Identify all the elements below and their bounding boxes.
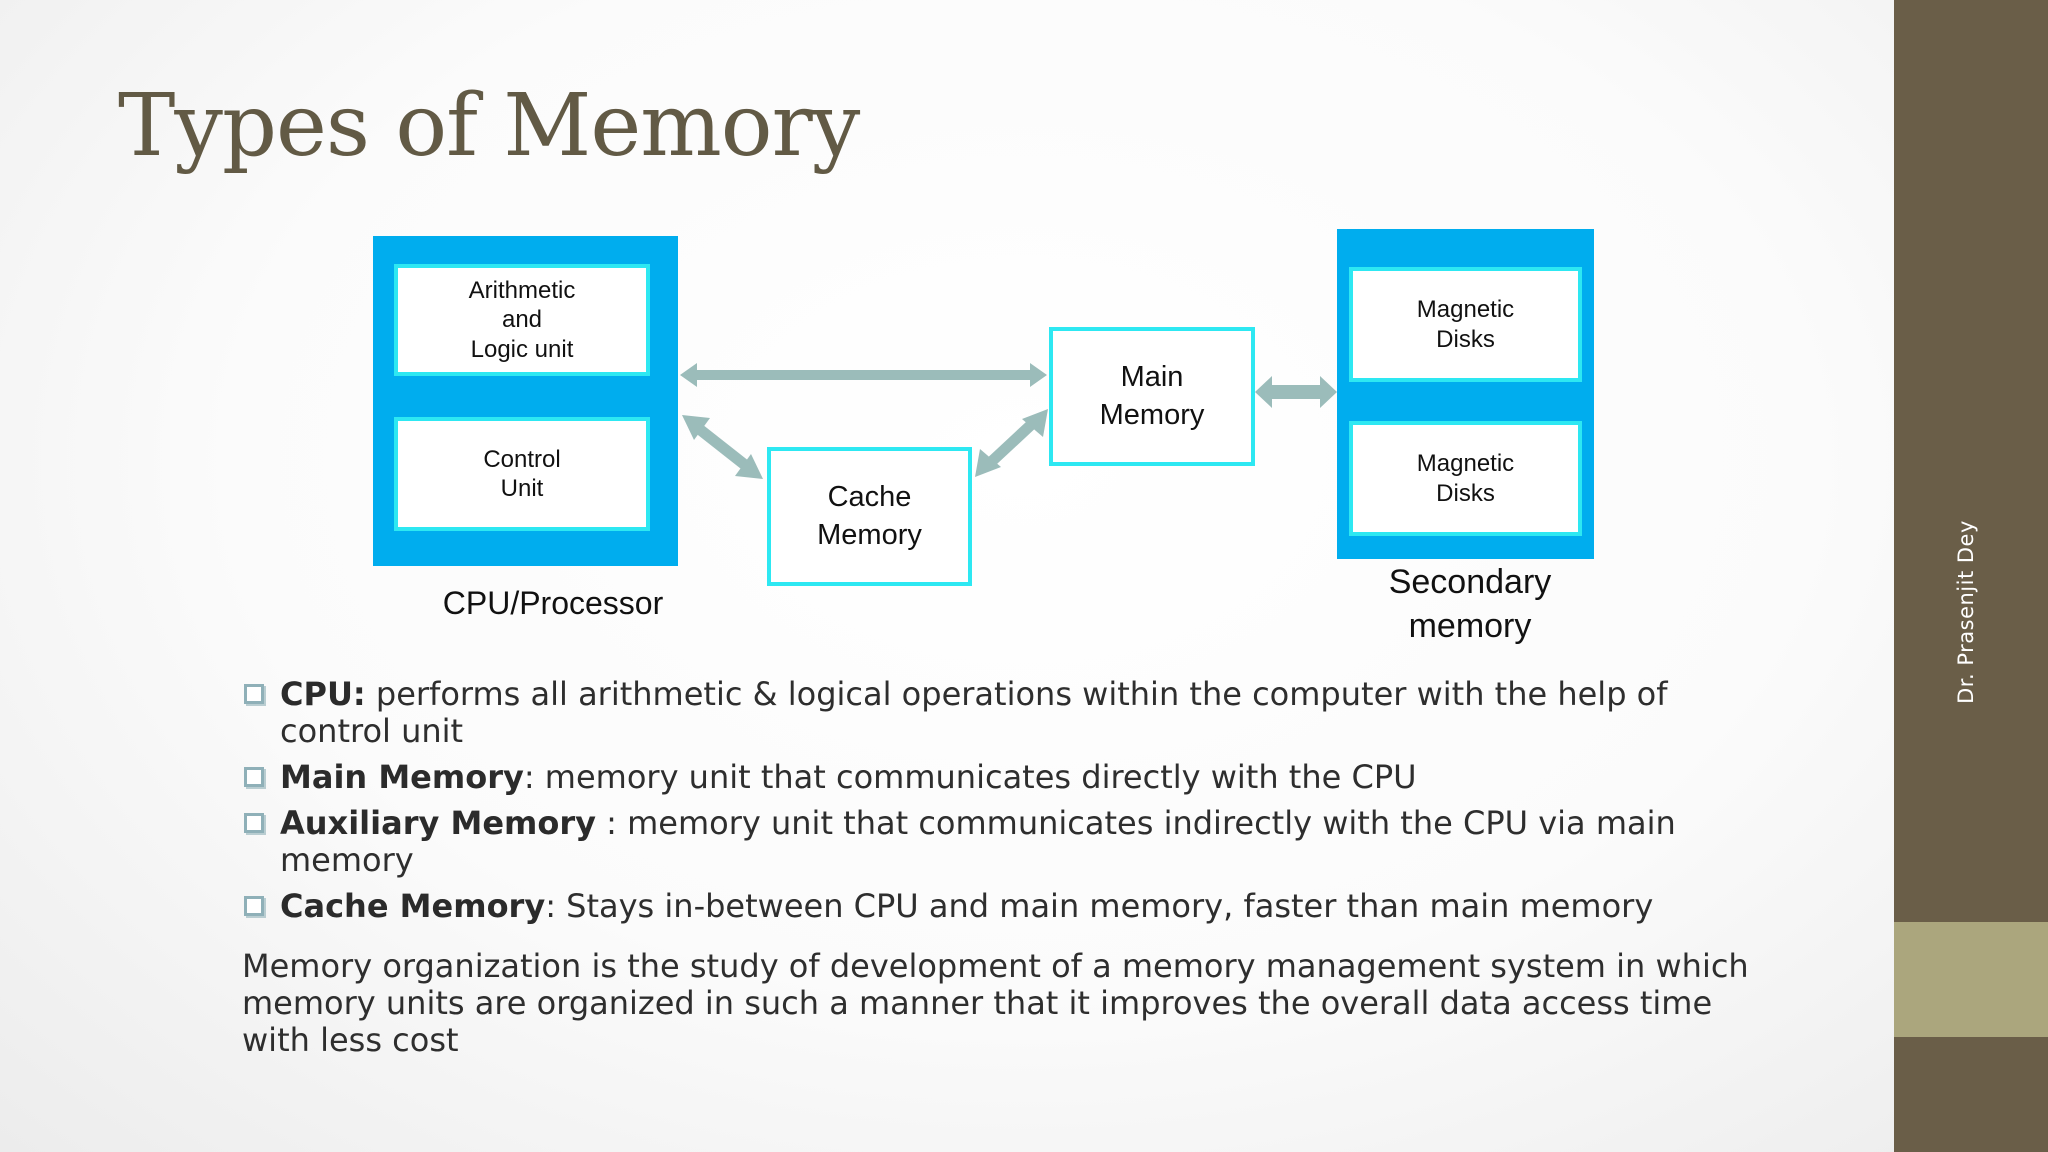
alu-box: Arithmetic and Logic unit <box>394 264 650 376</box>
bullet-text: : memory unit that communicates indirect… <box>280 804 1676 879</box>
checkbox-bullet-icon <box>244 813 264 833</box>
bullet-text: : Stays in-between CPU and main memory, … <box>545 887 1654 925</box>
checkbox-bullet-icon <box>244 896 264 916</box>
secondary-memory-label: Secondary memory <box>1388 563 1552 646</box>
bullet-term: Main Memory <box>280 758 524 796</box>
checkbox-bullet-icon <box>244 767 264 787</box>
list-item: Cache Memory: Stays in-between CPU and m… <box>242 888 1772 925</box>
bullet-text: performs all arithmetic & logical operat… <box>280 675 1668 750</box>
summary-paragraph: Memory organization is the study of deve… <box>242 947 1749 1059</box>
cache-main-arrow-shaft <box>986 418 1037 468</box>
bullet-text: : memory unit that communicates directly… <box>523 758 1417 796</box>
cpu-label: CPU/Processor <box>442 585 664 621</box>
sidebar-accent-band <box>1894 922 2048 1037</box>
list-item: Auxiliary Memory : memory unit that comm… <box>242 805 1772 879</box>
magnetic-disk-1-box: Magnetic Disks <box>1349 267 1582 382</box>
cpu-cache-arrow-shaft <box>694 423 749 470</box>
checkbox-bullet-icon <box>244 684 264 704</box>
control-unit-box: Control Unit <box>394 417 650 531</box>
slide-title: Types of Memory <box>118 76 860 176</box>
list-item: CPU: performs all arithmetic & logical o… <box>242 676 1772 750</box>
bullet-term: Auxiliary Memory <box>280 804 596 842</box>
definition-list: CPU: performs all arithmetic & logical o… <box>242 676 1772 934</box>
bullet-term: CPU: <box>280 675 366 713</box>
cache-memory-box: Cache Memory <box>767 447 972 586</box>
list-item: Main Memory: memory unit that communicat… <box>242 759 1772 796</box>
main-memory-box: Main Memory <box>1049 327 1255 466</box>
cpu-main-memory-arrow <box>680 363 1047 387</box>
main-secondary-arrow <box>1255 376 1337 408</box>
magnetic-disk-2-box: Magnetic Disks <box>1349 421 1582 536</box>
bullet-term: Cache Memory <box>280 887 546 925</box>
